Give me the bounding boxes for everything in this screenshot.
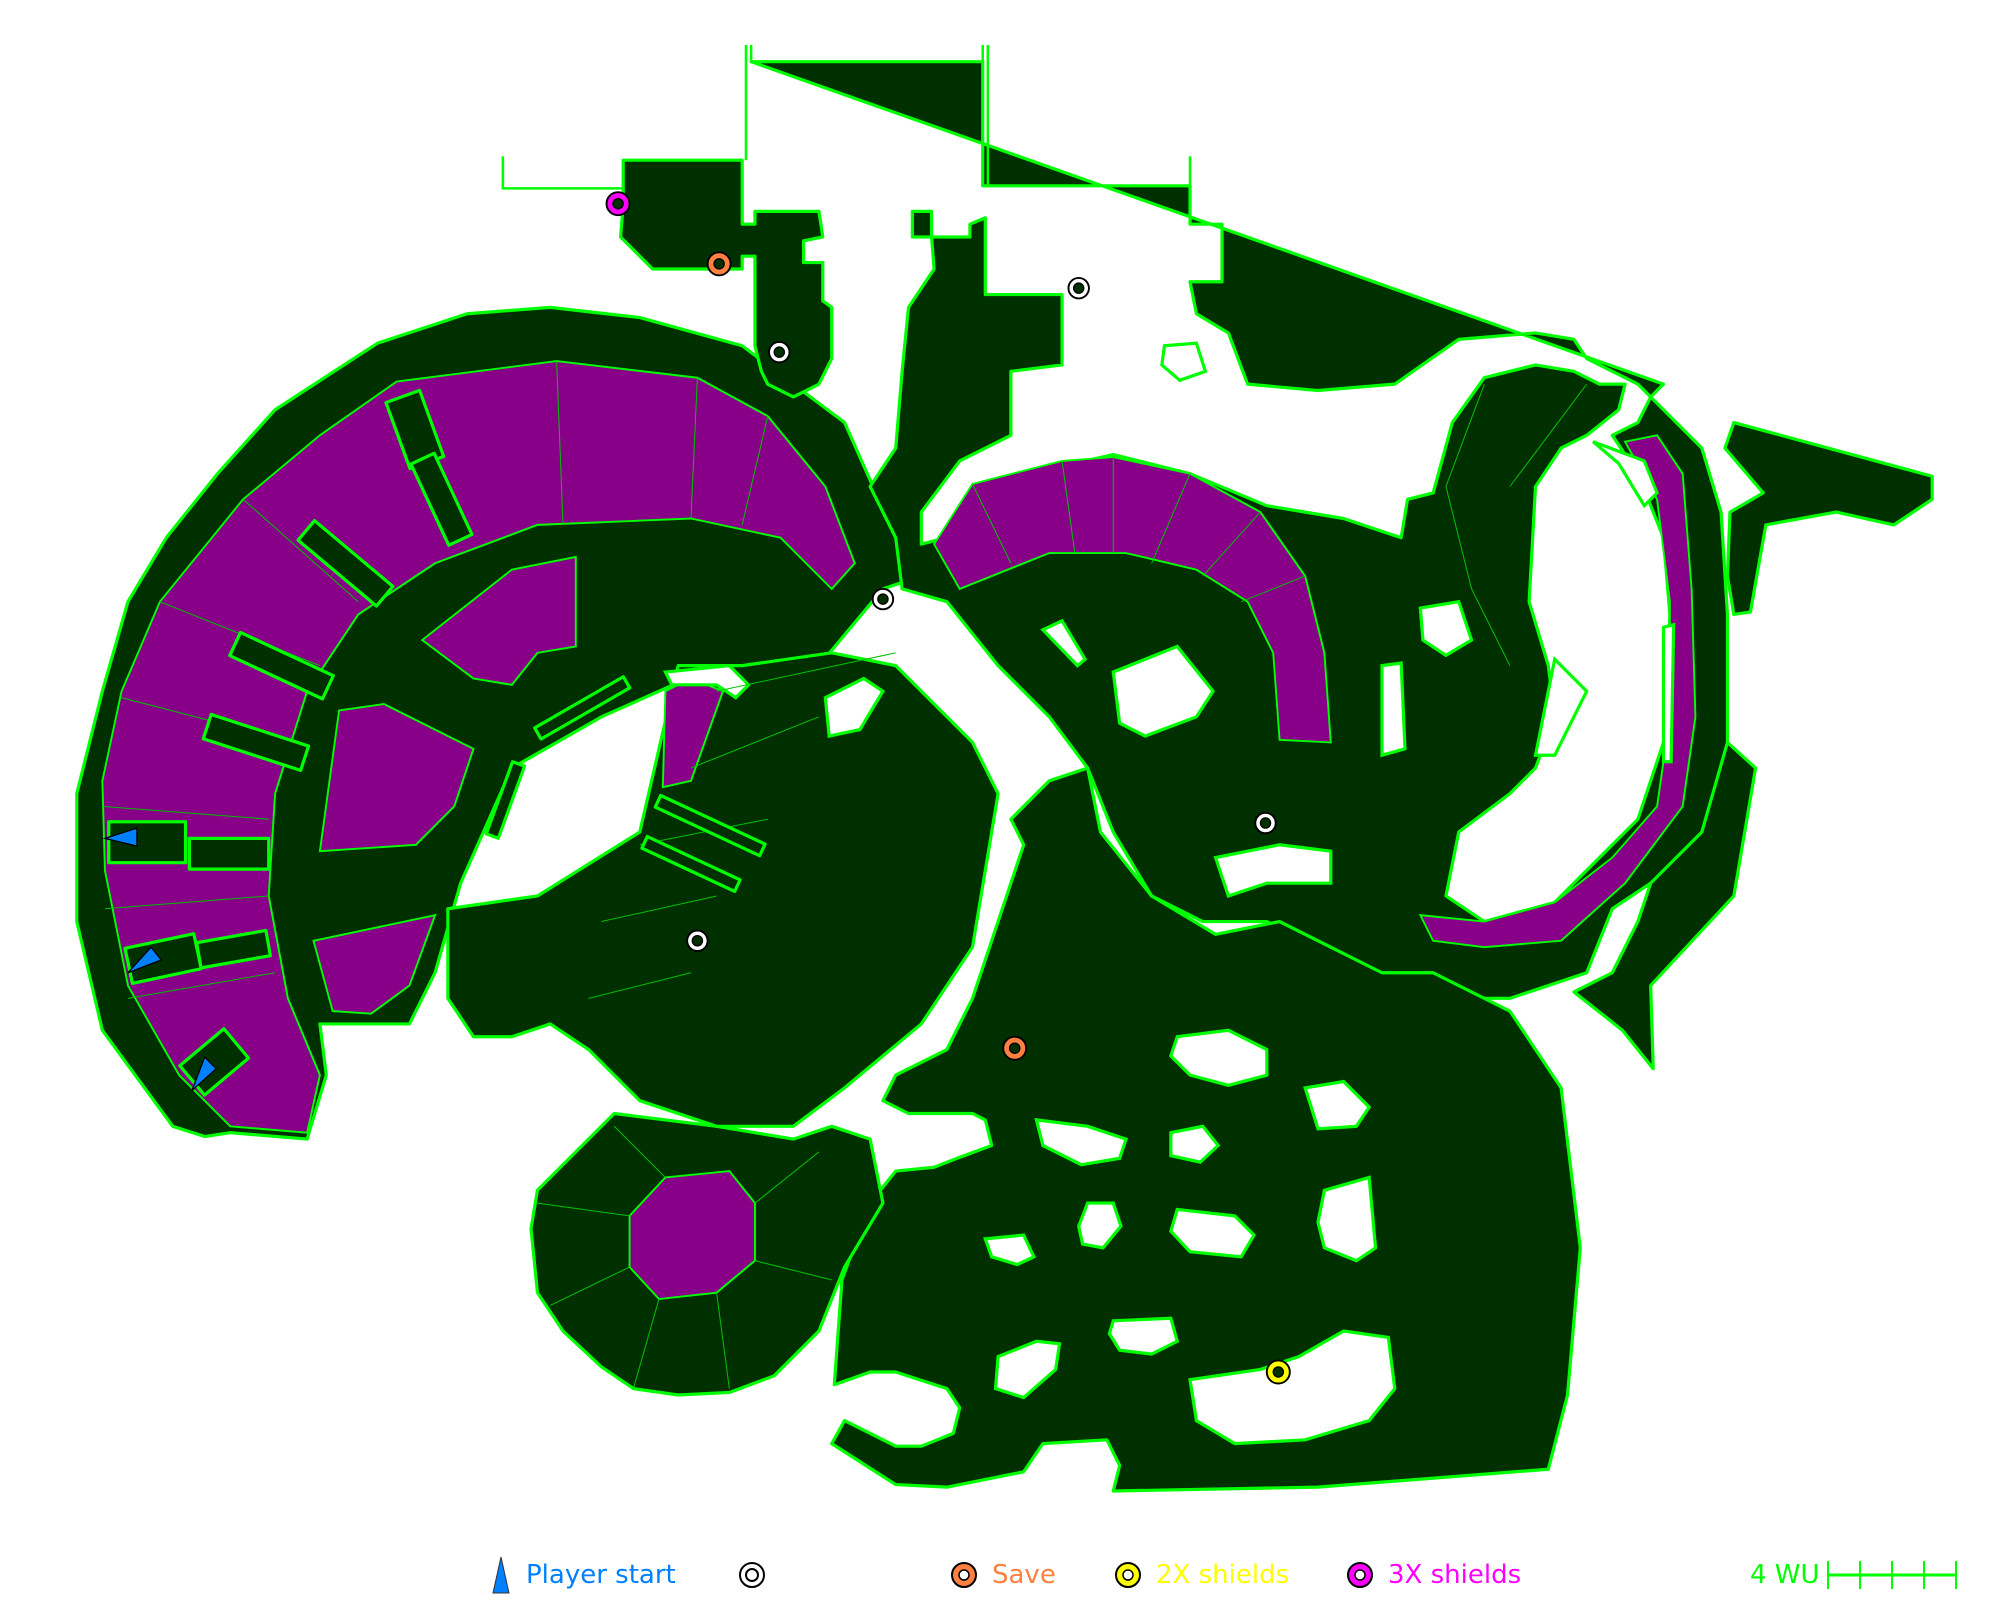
- save-marker[interactable]: [706, 251, 732, 277]
- walls: [107, 45, 1192, 1097]
- player-start-marker[interactable]: [127, 946, 163, 974]
- west-liquid-arc: [101, 360, 856, 1134]
- yellow-ring-marker-icon: [1115, 1562, 1141, 1588]
- save-marker[interactable]: [1002, 1035, 1028, 1061]
- white-item-marker[interactable]: [1254, 811, 1277, 835]
- legend-scale: 4 WU: [1750, 1555, 1958, 1595]
- legend-3x-shields: 3X shields: [1346, 1555, 1521, 1595]
- north-liquid-arc: [932, 456, 1332, 744]
- central-oval-region: [446, 651, 1000, 1128]
- player-start-marker[interactable]: [191, 1056, 218, 1091]
- white-ring-marker-icon: [739, 1562, 765, 1588]
- northwest-room: [619, 158, 834, 399]
- inner-west-liquid-2: [318, 703, 475, 853]
- shields-3x-marker[interactable]: [605, 191, 631, 217]
- white-item-marker[interactable]: [871, 587, 895, 611]
- shields-2x-marker[interactable]: [1265, 1359, 1291, 1385]
- player-start-marker[interactable]: [102, 827, 138, 847]
- white-item-marker[interactable]: [686, 929, 709, 952]
- legend-2x-shields: 2X shields: [1114, 1555, 1289, 1595]
- triangle-marker-icon: [492, 1556, 510, 1594]
- orange-ring-marker-icon: [951, 1562, 977, 1588]
- legend: Player start: [490, 1555, 676, 1595]
- magenta-ring-marker-icon: [1347, 1562, 1373, 1588]
- white-item-marker[interactable]: [1067, 276, 1090, 300]
- legend-save: Save: [950, 1555, 1056, 1595]
- east-spur: [1723, 420, 1934, 617]
- obstacles: [662, 341, 1676, 1446]
- east-lower-spur: [1572, 740, 1758, 1071]
- liquid-regions: [101, 360, 1697, 1301]
- legend-player-start: Player start: [526, 1560, 676, 1590]
- inner-west-liquid: [420, 555, 577, 686]
- inner-west-liquid-3: [312, 913, 437, 1015]
- markers: [102, 191, 1291, 1385]
- legend-generic-item: [738, 1555, 766, 1595]
- white-item-marker[interactable]: [768, 340, 791, 364]
- scale-bar-icon: [1826, 1561, 1957, 1589]
